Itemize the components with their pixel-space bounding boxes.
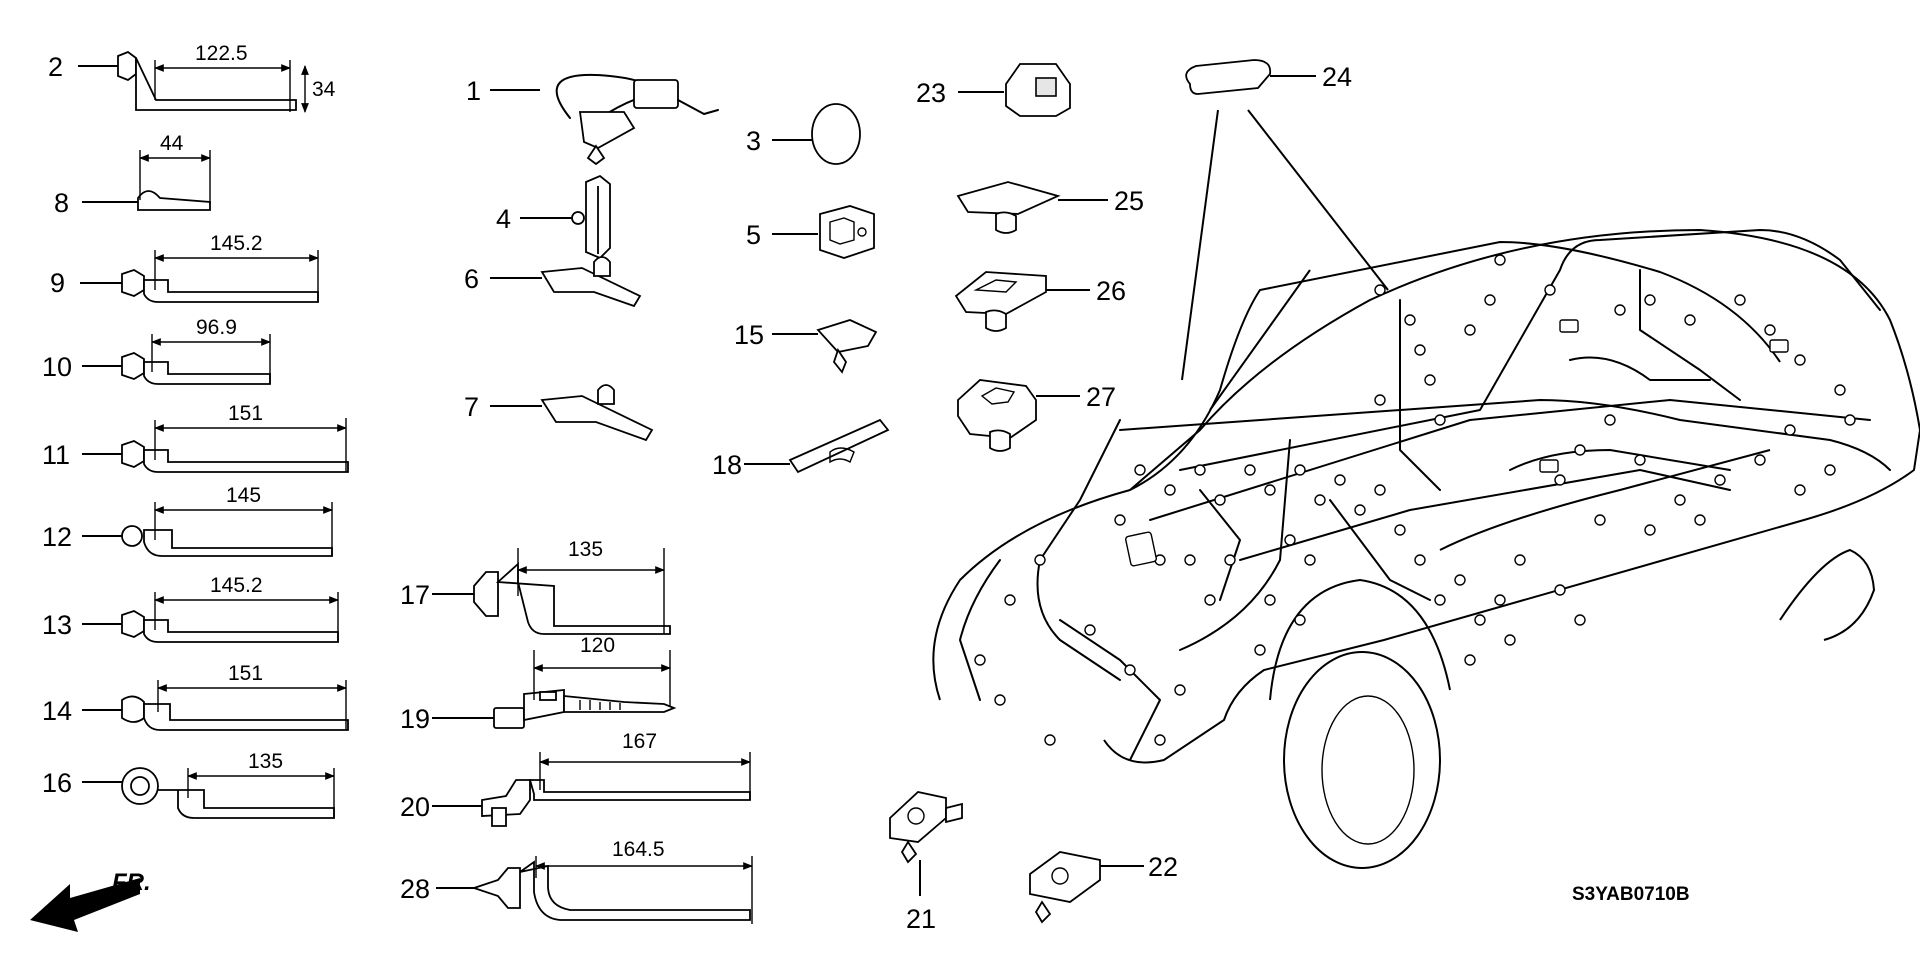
harness-connectors: [974, 254, 1856, 746]
callout-17: 17: [400, 580, 430, 610]
callout-19: 19: [400, 704, 430, 734]
dim-17: 135: [568, 538, 603, 561]
part-17-clamp: 17 135: [400, 538, 671, 635]
callout-11: 11: [42, 440, 70, 470]
callout-10: 10: [42, 352, 72, 382]
callout-4: 4: [496, 204, 511, 234]
part-12-clamp: 12 145: [42, 484, 333, 557]
callout-28: 28: [400, 874, 430, 904]
part-2-clamp: 2 122.5 34: [48, 42, 336, 113]
part-11-clamp: 11 151: [42, 402, 349, 473]
callout-15: 15: [734, 320, 764, 350]
callout-12: 12: [42, 522, 72, 552]
part-24-pad: 24: [1181, 59, 1389, 381]
callout-7: 7: [464, 392, 479, 422]
callout-5: 5: [746, 220, 761, 250]
part-5-holder: 5: [746, 205, 875, 259]
part-10-clamp: 10 96.9: [42, 316, 271, 385]
callout-26: 26: [1096, 276, 1126, 306]
callout-8: 8: [54, 188, 69, 218]
part-26-clip: 26: [954, 271, 1126, 332]
part-7-clip: 7: [464, 384, 654, 442]
part-19-clamp: 19 120: [400, 634, 677, 734]
part-21-clip: 21: [889, 791, 963, 934]
front-direction-indicator: FR.: [30, 869, 151, 932]
dim-2-length: 122.5: [195, 42, 248, 65]
dim-28: 164.5: [612, 838, 665, 861]
dim-16: 135: [248, 750, 283, 773]
dim-19: 120: [580, 634, 615, 657]
dim-11: 151: [228, 402, 263, 425]
callout-13: 13: [42, 610, 72, 640]
callout-9: 9: [50, 268, 65, 298]
dim-10: 96.9: [196, 316, 237, 339]
callout-18: 18: [712, 450, 742, 480]
part-9-clamp: 9 145.2: [50, 232, 319, 303]
callout-21: 21: [906, 904, 936, 934]
dim-13: 145.2: [210, 574, 263, 597]
callout-16: 16: [42, 768, 72, 798]
part-18-holder: 18: [712, 418, 890, 480]
callout-20: 20: [400, 792, 430, 822]
callout-23: 23: [916, 78, 946, 108]
part-23-cover: 23: [916, 63, 1071, 117]
callout-24: 24: [1322, 62, 1352, 92]
front-label: FR.: [112, 869, 151, 896]
part-28-clamp: 28 164.5: [400, 838, 753, 924]
dim-20: 167: [622, 730, 657, 753]
part-13-clamp: 13 145.2: [42, 574, 339, 643]
callout-1: 1: [466, 76, 481, 106]
part-25-clip: 25: [956, 181, 1144, 234]
part-16-clamp: 16 135: [42, 750, 335, 819]
part-6-clip: 6: [464, 256, 642, 308]
part-20-clamp: 20 167: [400, 730, 751, 827]
callout-14: 14: [42, 696, 72, 726]
dim-8: 44: [160, 132, 184, 155]
diagram-code: S3YAB0710B: [1572, 884, 1690, 905]
callout-2: 2: [48, 52, 63, 82]
part-3-grommet: 3: [746, 103, 861, 165]
dim-14: 151: [228, 662, 263, 685]
dim-9: 145.2: [210, 232, 263, 255]
part-14-clamp: 14 151: [42, 662, 349, 731]
callout-25: 25: [1114, 186, 1144, 216]
callout-3: 3: [746, 126, 761, 156]
part-1-sub-harness: 1: [466, 74, 719, 166]
dim-2-height: 34: [312, 78, 336, 101]
callout-22: 22: [1148, 852, 1178, 882]
dim-12: 145: [226, 484, 261, 507]
vehicle-harness-illustration: [932, 228, 1920, 869]
callout-27: 27: [1086, 382, 1116, 412]
part-4-clip: 4: [496, 174, 611, 260]
part-8-clamp: 8 44: [54, 132, 211, 218]
front-arrow-icon: [30, 878, 140, 932]
callout-6: 6: [464, 264, 479, 294]
part-27-clip: 27: [957, 379, 1116, 452]
part-22-clip: 22: [1029, 851, 1178, 924]
part-15-clip: 15: [734, 319, 878, 374]
